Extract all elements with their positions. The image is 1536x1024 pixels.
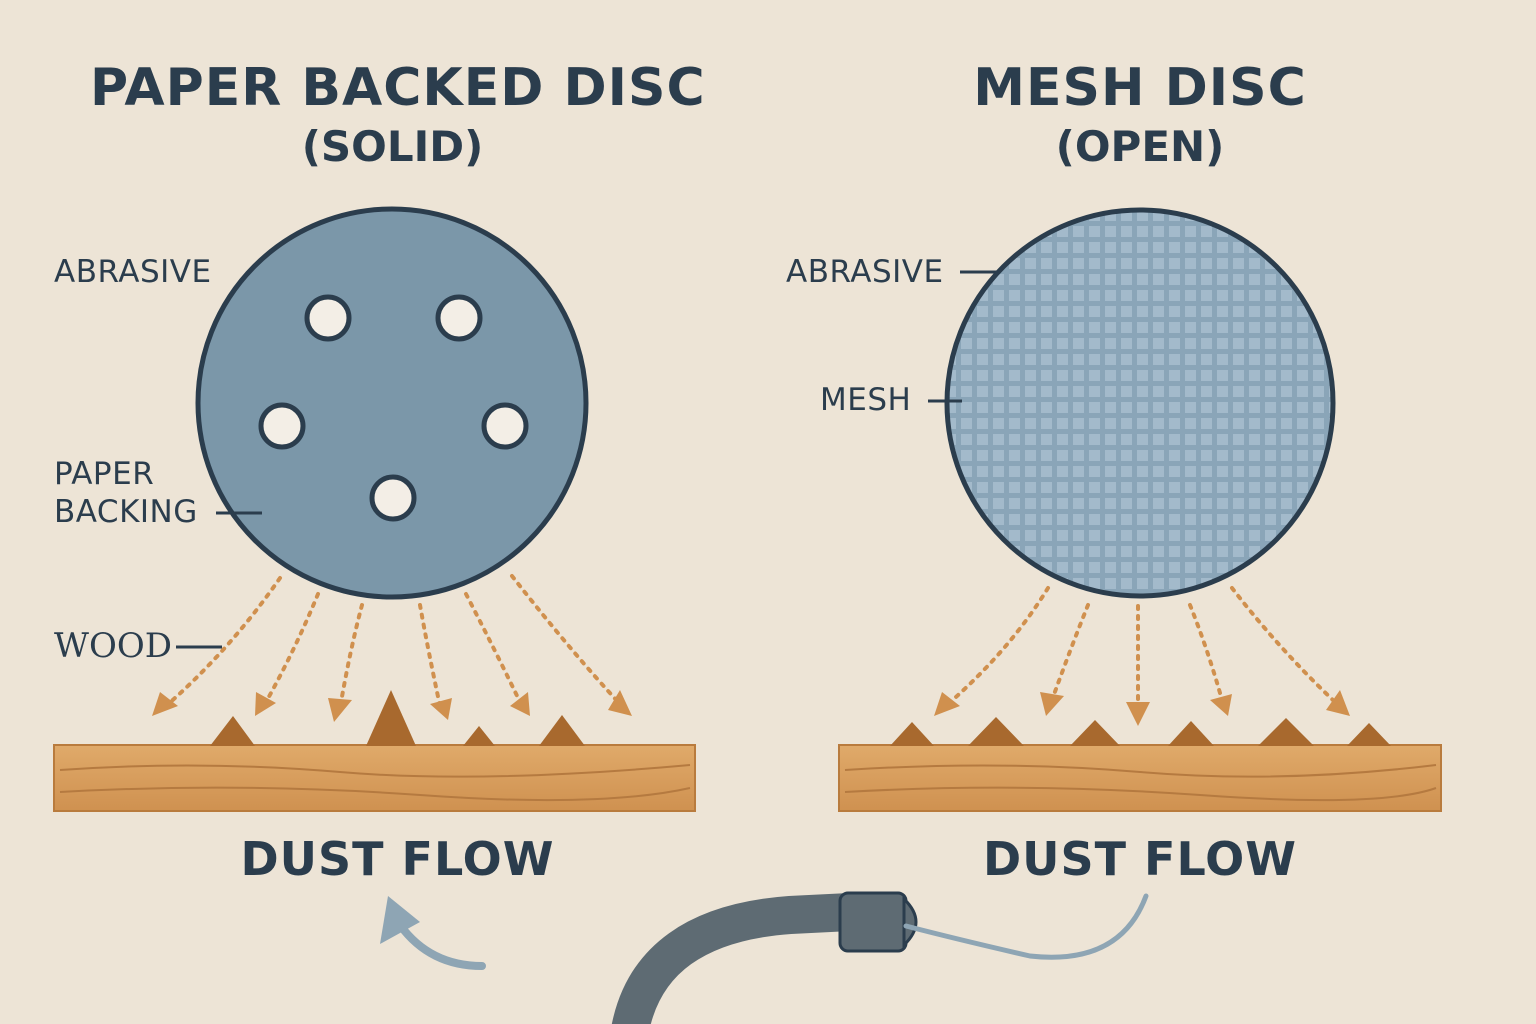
leader-lines-left: [176, 511, 262, 649]
airflow-arrow-icon: [380, 896, 486, 970]
abrasive-label-left: ABRASIVE: [54, 254, 212, 290]
abrasive-label-right: ABRASIVE: [786, 254, 944, 290]
dust-hole: [435, 294, 483, 342]
dust-hole: [258, 402, 306, 450]
dust-arrows-right: [946, 586, 1337, 706]
dust-arrows-left: [164, 574, 622, 710]
dust-hole: [481, 402, 529, 450]
mesh-label: MESH: [820, 382, 912, 418]
left-title: PAPER BACKED DISC: [90, 58, 706, 118]
mesh-disc: [944, 207, 1336, 599]
wood-board-left: [53, 744, 696, 812]
paper-backing-label-line2: BACKING: [54, 494, 198, 530]
dust-flow-label-right: DUST FLOW: [983, 832, 1297, 886]
wood-label: WOOD: [54, 626, 172, 666]
dust-flow-label-left: DUST FLOW: [240, 832, 555, 886]
wood-board-right: [838, 744, 1442, 812]
vacuum-hose-icon: [611, 891, 1149, 1024]
dust-arrowheads-left: [152, 690, 632, 722]
dust-piles-right: [890, 717, 1391, 746]
paper-backing-label-line1: PAPER: [54, 456, 155, 492]
right-subtitle: (OPEN): [1055, 122, 1225, 171]
dust-piles-left: [210, 690, 585, 746]
right-title: MESH DISC: [973, 58, 1307, 118]
left-subtitle: (SOLID): [301, 122, 484, 171]
leader-lines-right: [928, 270, 998, 403]
dust-arrowheads-right: [934, 690, 1350, 726]
dust-hole: [369, 474, 417, 522]
paper-backed-disc: [195, 206, 589, 600]
dust-hole: [304, 294, 352, 342]
